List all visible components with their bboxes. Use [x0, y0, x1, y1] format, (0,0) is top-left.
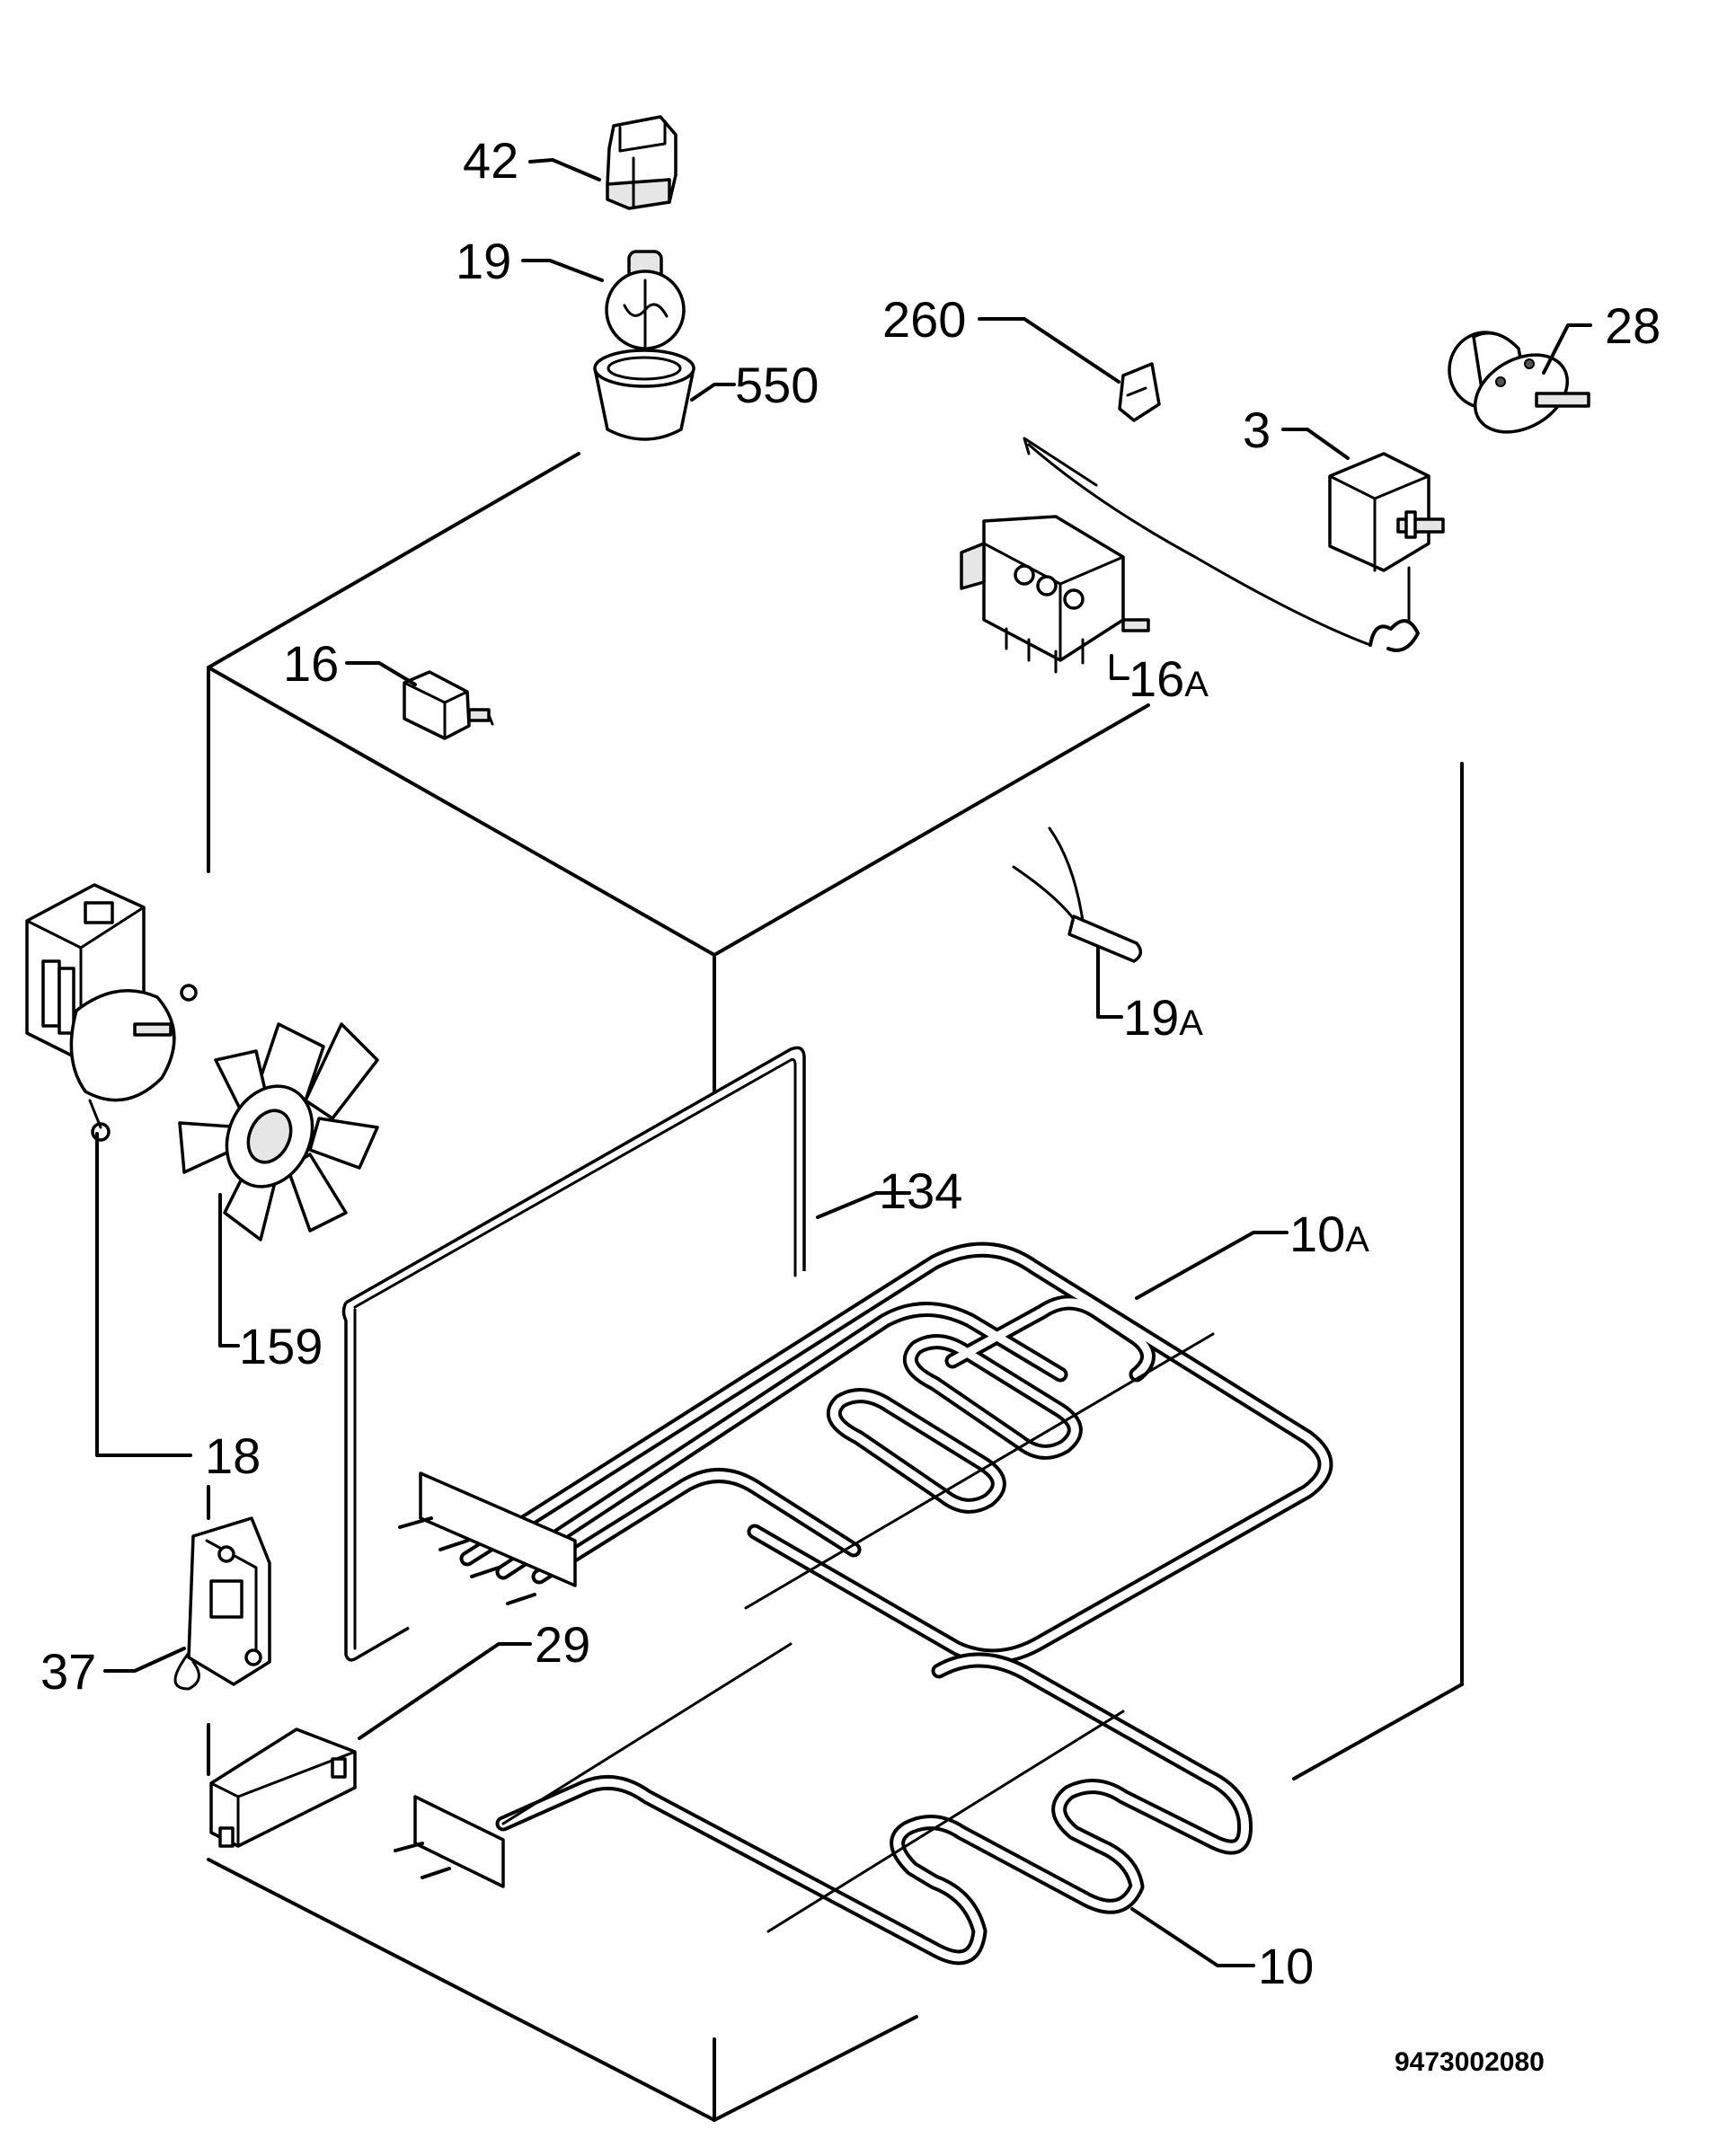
lamp-cover-part-42	[606, 115, 678, 210]
label-19a-number: 19	[1123, 989, 1179, 1046]
label-19a-suffix: A	[1179, 1003, 1203, 1043]
leader-19a	[1096, 946, 1123, 1019]
label-16: 16	[283, 635, 339, 692]
leader-550	[690, 383, 736, 402]
label-3: 3	[1243, 402, 1271, 458]
lower-heating-element-part-10	[394, 1642, 1253, 1966]
leader-10a	[1135, 1231, 1289, 1300]
label-550: 550	[735, 357, 819, 413]
temperature-sensor-part-19a	[1012, 826, 1143, 963]
push-switch-part-16	[403, 670, 494, 740]
label-10a-number: 10	[1289, 1206, 1345, 1262]
label-159: 159	[239, 1318, 323, 1374]
label-10a-suffix: A	[1345, 1220, 1369, 1259]
terminal-block-part-29	[209, 1727, 357, 1848]
leader-16a	[1110, 654, 1129, 680]
leader-159	[218, 1193, 240, 1348]
terminal-plate-10a	[419, 1471, 577, 1587]
label-18: 18	[205, 1427, 261, 1484]
leader-3	[1281, 428, 1350, 460]
label-10: 10	[1258, 1938, 1314, 1994]
thermostat-part-3	[1023, 437, 1445, 652]
terminal-plate-10	[413, 1795, 505, 1888]
selector-switch-part-16a	[960, 515, 1150, 674]
label-134: 134	[879, 1162, 962, 1219]
bulb-part-19	[605, 250, 686, 350]
upper-heating-element-part-10a	[398, 1241, 1333, 1665]
support-bar-10a	[744, 1332, 1215, 1610]
fan-motor-part-18	[25, 883, 198, 1142]
label-19a: 19A	[1123, 989, 1203, 1046]
leader-260	[978, 317, 1120, 384]
label-16a-suffix: A	[1184, 665, 1209, 704]
label-16a-number: 16	[1129, 650, 1184, 707]
label-37: 37	[40, 1643, 96, 1700]
support-bar-10	[766, 1710, 1125, 1933]
oven-cavity-outline	[207, 452, 1464, 2122]
leader-28	[1542, 323, 1592, 375]
lamp-socket-part-550	[593, 349, 695, 441]
fan-blade-part-159	[178, 1022, 379, 1241]
label-19: 19	[456, 233, 511, 289]
label-16a: 16A	[1129, 650, 1209, 707]
leader-42	[528, 158, 601, 181]
label-10a: 10A	[1289, 1206, 1369, 1262]
leader-19	[521, 259, 604, 282]
label-260: 260	[882, 291, 966, 348]
drawing-code: 9473002080	[1395, 2047, 1545, 2077]
leader-37	[103, 1647, 186, 1673]
label-28: 28	[1605, 297, 1661, 354]
clip-part-260	[1118, 362, 1161, 422]
label-29: 29	[535, 1616, 590, 1673]
leader-16	[345, 661, 417, 686]
label-42: 42	[463, 132, 518, 189]
knob-part-28	[1448, 331, 1590, 434]
door-lock-part-37	[173, 1516, 271, 1691]
leader-29	[358, 1642, 532, 1740]
leader-10	[1130, 1907, 1255, 1967]
leader-134	[816, 1191, 911, 1219]
gasket-panel-part-134	[341, 1046, 806, 1662]
leader-18	[95, 1132, 192, 1457]
